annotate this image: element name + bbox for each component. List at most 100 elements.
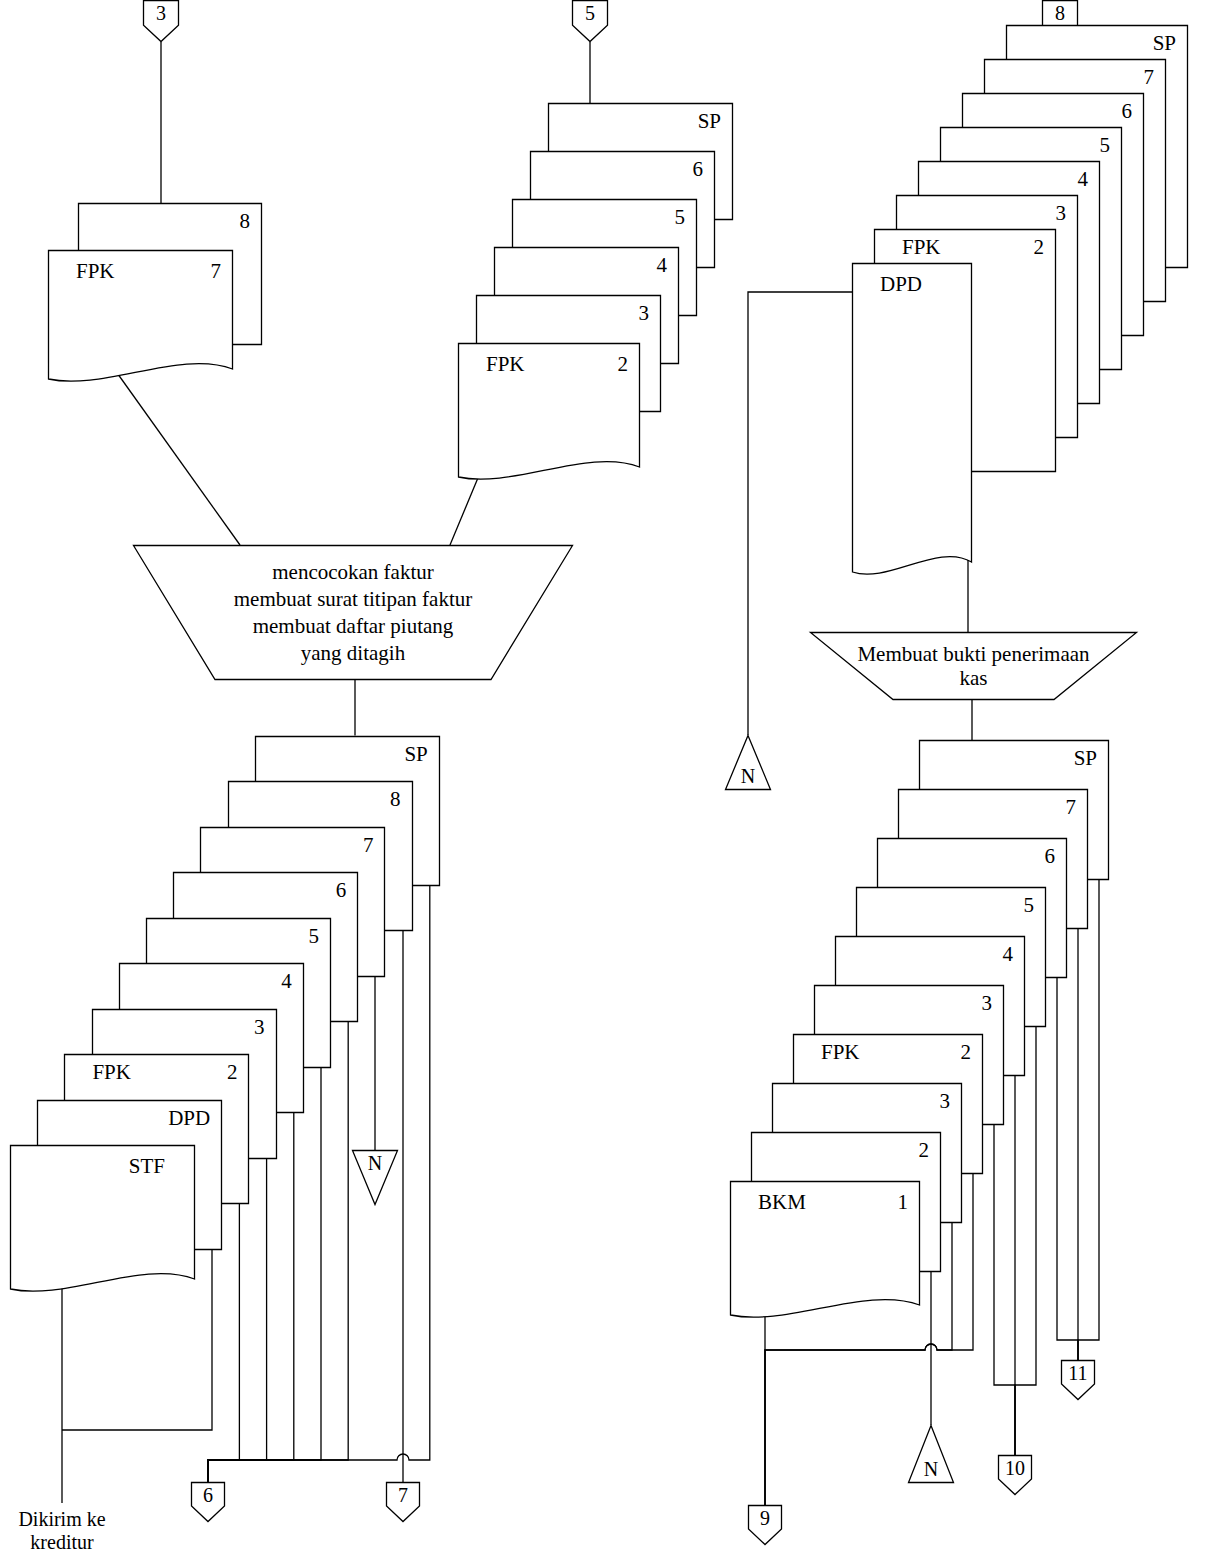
text-area: FPK7: [48, 250, 233, 283]
connector-number: 6: [191, 1484, 225, 1506]
text-area: BKM 1: [730, 1181, 920, 1214]
document-label: SP: [1153, 31, 1176, 55]
document-label: FPK: [821, 1040, 860, 1064]
connector-number: 10: [998, 1457, 1032, 1479]
document-label: 2: [919, 1138, 930, 1162]
document-label: 2: [1034, 235, 1045, 259]
text-area: 7: [200, 827, 385, 857]
shape-path: [731, 1182, 920, 1318]
text-area: 5: [856, 887, 1046, 917]
text-area: FPK2: [874, 229, 1056, 259]
shape-path: [1062, 1361, 1095, 1400]
text-area: 6: [877, 838, 1067, 868]
document-label: 8: [390, 787, 401, 811]
flow-line: [994, 1123, 1015, 1455]
text-area: 4: [835, 936, 1025, 966]
shape-path: [853, 264, 972, 575]
text-area: 3: [92, 1009, 277, 1039]
flow-line: [1078, 878, 1099, 1360]
flow-line: [160, 42, 161, 203]
offpage-connector: 7: [386, 1482, 420, 1522]
connector-number: 3: [143, 2, 179, 24]
document-label: FPK: [92, 1060, 131, 1084]
document-label: SP: [1074, 746, 1097, 770]
document-label: 3: [254, 1015, 265, 1039]
text-area: FPK2: [458, 343, 640, 376]
text-area: 3: [476, 295, 661, 325]
archive-label: N: [725, 765, 771, 787]
document-label: SP: [698, 109, 721, 133]
shape-path: [144, 1, 179, 42]
shape-outline: [852, 263, 972, 578]
text-area: 7: [386, 1484, 420, 1506]
document-label: 4: [281, 969, 292, 993]
shape-path: [192, 1483, 225, 1522]
document-label: 5: [1100, 133, 1111, 157]
document: FPK2: [458, 343, 640, 483]
shape-path: [726, 736, 771, 790]
document-label: 6: [1045, 844, 1056, 868]
shape-outline: [48, 250, 233, 385]
text-area: mencocokan fakturmembuat surat titipan f…: [133, 545, 573, 680]
connector-number: 5: [572, 2, 608, 24]
shape-outline: [10, 1145, 195, 1295]
process-text: mencocokan faktur: [272, 559, 434, 586]
document-label: FPK: [76, 259, 115, 283]
flow-line: [589, 42, 590, 103]
text-area: 6: [530, 151, 715, 181]
text-area: 5: [512, 199, 697, 229]
document-label: 2: [618, 352, 629, 376]
document-label: 7: [363, 833, 374, 857]
document-label: DPD: [168, 1106, 210, 1130]
document-label: 6: [1122, 99, 1133, 123]
label-holder: Dikirim ke kreditur: [12, 1508, 112, 1554]
text-area: 10: [998, 1457, 1032, 1479]
document-label: 6: [693, 157, 704, 181]
flow-line: [1015, 1025, 1036, 1455]
shape-path: [811, 633, 1137, 700]
connector-number: 8: [1042, 2, 1078, 24]
text-area: 5: [146, 918, 331, 948]
archive-symbol: N: [352, 1150, 398, 1205]
document-label: 7: [1144, 65, 1155, 89]
document-label: STF: [129, 1154, 165, 1178]
document: DPD: [852, 263, 972, 578]
flow-line: [374, 975, 375, 1151]
text-area: 7: [898, 789, 1088, 819]
document: FPK7: [48, 250, 233, 385]
text-area: 8: [1042, 2, 1078, 24]
flow-line: [354, 680, 355, 736]
connector-number: 9: [748, 1507, 782, 1529]
document-label: 1: [898, 1190, 909, 1214]
shape-path: [134, 546, 573, 680]
text-area: 6: [173, 872, 358, 902]
document-label: 3: [982, 991, 993, 1015]
flow-line: [61, 1275, 62, 1503]
connector-number: 7: [386, 1484, 420, 1506]
connector-number: 11: [1061, 1362, 1095, 1384]
text-area: SP: [1006, 25, 1188, 55]
text-area: N: [352, 1152, 398, 1174]
text-area: 8: [228, 781, 413, 811]
archive-label: N: [908, 1458, 954, 1480]
text-area: N: [908, 1458, 954, 1480]
text-area: 2: [751, 1132, 941, 1162]
process-text: membuat surat titipan faktur: [234, 586, 473, 613]
document-label: 3: [1056, 201, 1067, 225]
text-area: DPD: [37, 1100, 222, 1130]
text-area: 6: [191, 1484, 225, 1506]
document-label: 3: [639, 301, 650, 325]
text-area: 7: [984, 59, 1166, 89]
shape-outline: [458, 343, 640, 483]
text-area: FPK 2: [64, 1054, 249, 1084]
text-area: 3: [772, 1083, 962, 1113]
text-area: 6: [962, 93, 1144, 123]
document-label: 4: [1078, 167, 1089, 191]
document-label: 4: [1003, 942, 1014, 966]
document-label: SP: [404, 742, 427, 766]
document-label: 2: [227, 1060, 238, 1084]
document-label: BKM: [758, 1190, 806, 1214]
document-label: 3: [940, 1089, 951, 1113]
